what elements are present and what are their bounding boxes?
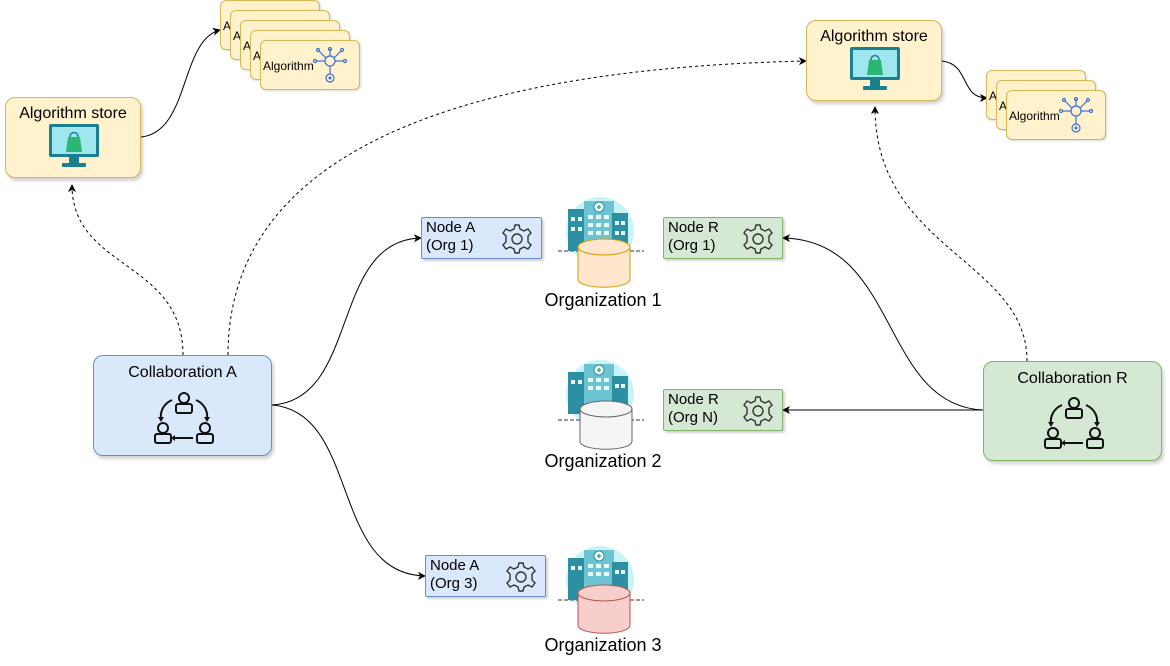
edge-collab-a-to-store-left [68,184,184,356]
people-cycle-icon [154,392,214,444]
node-r-orgn-org: (Org N) [668,409,718,426]
algorithm-store-left[interactable]: Algorithm store [5,97,141,178]
algorithm-card-label: Algorithm [1009,109,1060,123]
node-a-org1-name: Node A [426,219,476,236]
node-r-org1-name: Node R [668,219,719,236]
organization-1-label: Organization 1 [544,290,662,310]
edge-store-right-to-cards [941,60,988,102]
algorithm-card-peek: A [253,49,262,63]
gear-icon [743,396,773,426]
node-r-org1[interactable]: Node R (Org 1) [663,217,783,259]
edge-collab-a-to-node-a-org3 [271,404,426,580]
algorithm-store-left-title: Algorithm store [19,105,127,122]
collaboration-a-title: Collaboration A [128,364,237,381]
node-a-org3-org: (Org 3) [430,575,478,592]
algorithm-card[interactable]: Algorithm [260,40,360,90]
algorithm-card-peek: A [233,29,242,43]
neural-network-gear-icon [313,47,347,83]
monitor-shopping-bag-icon [850,47,900,90]
collaboration-r[interactable]: Collaboration R [983,361,1162,461]
edge-collab-r-to-store-right [871,106,1028,362]
organization-3-label: Organization 3 [544,635,662,655]
gear-icon [506,562,536,592]
algorithm-card-peek: A [989,89,998,103]
node-a-org1[interactable]: Node A (Org 1) [421,217,542,259]
database-icon [579,400,633,450]
algorithm-card-label: Algorithm [263,59,314,73]
people-cycle-icon [1044,397,1104,449]
monitor-shopping-bag-icon [49,124,99,167]
edge-collab-a-to-node-a-org1 [271,234,422,406]
algorithm-card-peek: A [223,19,232,33]
collaboration-a[interactable]: Collaboration A [93,355,272,456]
organization-2-label: Organization 2 [544,451,662,471]
database-icon [577,584,631,634]
node-a-org1-org: (Org 1) [426,237,474,254]
edge-collab-a-to-store-right [227,57,807,356]
collaboration-r-title: Collaboration R [1017,370,1128,387]
node-a-org3[interactable]: Node A (Org 3) [425,555,546,597]
algorithm-store-right-title: Algorithm store [820,28,928,45]
edge-store-left-to-cards [140,27,221,138]
neural-network-gear-icon [1059,97,1093,133]
node-r-orgn-name: Node R [668,391,719,408]
node-r-org1-org: (Org 1) [668,237,716,254]
algorithm-card[interactable]: Algorithm [1006,90,1106,140]
gear-icon [502,224,532,254]
gear-icon [743,224,773,254]
algorithm-store-right[interactable]: Algorithm store [806,20,942,101]
node-a-org3-name: Node A [430,557,480,574]
edge-collab-r-to-node-r-org1 [782,234,984,411]
algorithm-card-peek: A [243,39,252,53]
database-icon [577,238,631,288]
algorithm-card-peek: A [999,99,1008,113]
node-r-orgn[interactable]: Node R (Org N) [663,389,783,431]
